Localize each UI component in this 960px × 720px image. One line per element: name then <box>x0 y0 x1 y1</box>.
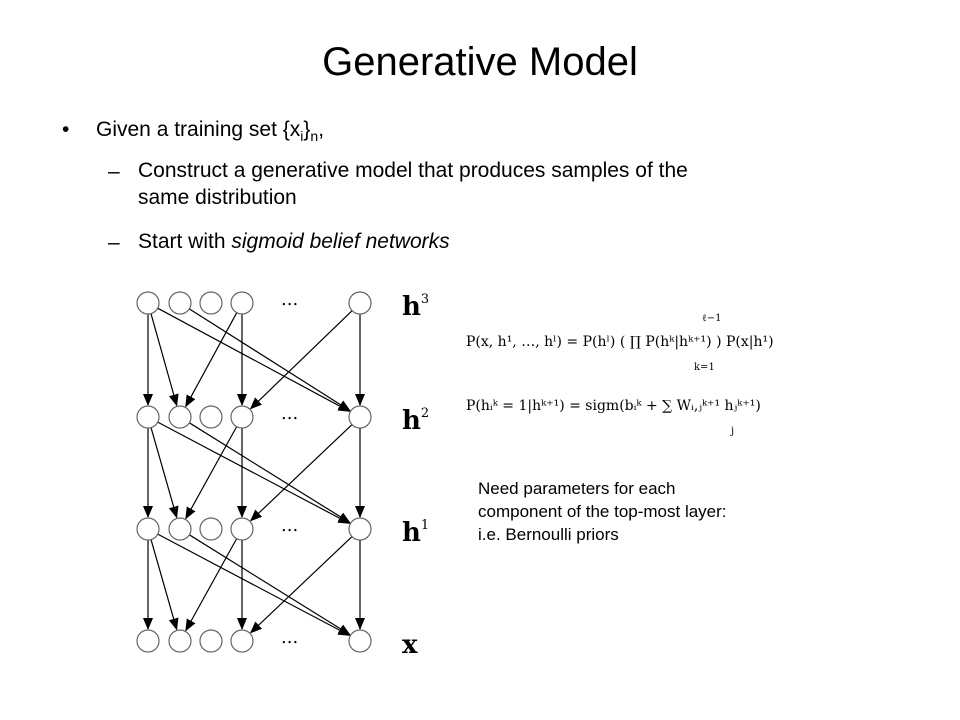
edge-arrow <box>185 538 238 632</box>
network-node <box>230 291 254 315</box>
layer-ellipsis: ... <box>281 403 298 424</box>
network-node <box>199 517 223 541</box>
network-node <box>230 405 254 429</box>
network-node <box>168 629 192 653</box>
note-line1: Need parameters for each <box>478 479 676 498</box>
network-node <box>199 629 223 653</box>
layer-ellipsis: ... <box>281 627 298 648</box>
network-node <box>230 629 254 653</box>
network-node <box>136 629 160 653</box>
edge-arrow <box>157 307 351 412</box>
sub-bullet-1-dash: – <box>108 160 120 183</box>
network-node <box>348 291 372 315</box>
formula-sum-lower: j <box>730 426 734 437</box>
edge-arrow <box>185 426 238 520</box>
network-node <box>168 405 192 429</box>
edge-arrow <box>249 424 353 522</box>
edge-arrow <box>150 427 179 519</box>
edge-arrow <box>189 534 351 636</box>
layer-label-sup: 3 <box>421 292 429 307</box>
bullet-main-sub-i: i <box>300 128 304 145</box>
bullet-main-suffix: , <box>318 118 325 141</box>
network-node <box>199 405 223 429</box>
note-text: Need parameters for each component of th… <box>478 477 838 546</box>
layer-label: x <box>402 630 418 660</box>
layer-ellipsis: ... <box>281 515 298 536</box>
network-node <box>230 517 254 541</box>
edge-arrow <box>185 312 238 408</box>
network-node <box>348 405 372 429</box>
bullet-main-mid: } <box>303 118 311 141</box>
edge-arrow <box>157 421 351 524</box>
network-node <box>348 629 372 653</box>
sub-bullet-1-line2: same distribution <box>138 186 297 209</box>
formula-prod-lower: k=1 <box>694 362 715 373</box>
sub-bullet-2-prefix: Start with <box>138 230 232 253</box>
edge-arrow <box>150 539 179 631</box>
network-node <box>348 517 372 541</box>
sub-bullet-1: Construct a generative model that produc… <box>138 157 688 211</box>
network-node <box>199 291 223 315</box>
slide-title: Generative Model <box>322 40 638 84</box>
bullet-main-prefix: Given a training set {x <box>96 118 301 141</box>
edge-arrow <box>157 533 351 636</box>
edge-arrow <box>188 308 351 412</box>
note-line3: i.e. Bernoulli priors <box>478 525 619 544</box>
bullet-main-sub-n: n <box>310 128 319 145</box>
note-line2: component of the top-most layer: <box>478 502 727 521</box>
sub-bullet-2-emph: sigmoid belief networks <box>231 230 450 253</box>
sub-bullet-2-dash: – <box>108 231 120 254</box>
layer-label-sup: 2 <box>421 406 429 421</box>
sub-bullet-1-line1: Construct a generative model that produc… <box>138 159 688 182</box>
edge-arrow <box>249 310 353 410</box>
edge-arrow <box>249 536 353 634</box>
edge-arrow <box>150 313 179 407</box>
network-node <box>136 405 160 429</box>
network-node <box>168 517 192 541</box>
formula-conditional: P(hᵢᵏ = 1|hᵏ⁺¹) = sigm(bᵢᵏ + ∑ Wᵢ,ⱼᵏ⁺¹ h… <box>466 398 761 414</box>
layer-label-sup: 1 <box>421 518 429 533</box>
formula-joint: P(x, h¹, …, hˡ) = P(hˡ) ( ∏ P(hᵏ|hᵏ⁺¹) )… <box>466 334 774 350</box>
bullet-marker: • <box>62 118 70 141</box>
bullet-main: Given a training set {xi}n, <box>96 118 324 144</box>
network-node <box>136 291 160 315</box>
network-node <box>136 517 160 541</box>
network-node <box>168 291 192 315</box>
formula-prod-upper: ℓ−1 <box>702 313 722 324</box>
sub-bullet-2: Start with sigmoid belief networks <box>138 228 450 255</box>
edge-arrow <box>189 422 351 524</box>
layer-ellipsis: ... <box>281 289 298 310</box>
